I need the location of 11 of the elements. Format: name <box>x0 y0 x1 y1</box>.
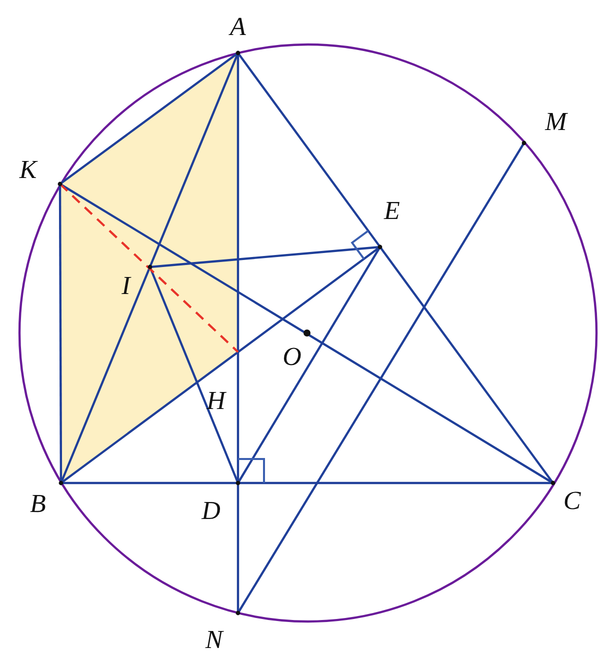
point-label: O <box>282 344 302 370</box>
point-label: E <box>384 198 400 224</box>
point-label: I <box>122 273 130 299</box>
point-label: H <box>206 388 226 414</box>
point-label: N <box>205 627 223 653</box>
point-label: A <box>230 14 246 40</box>
point-label: B <box>30 491 46 517</box>
point-label: D <box>202 498 220 524</box>
point-label: M <box>545 109 567 135</box>
point-label: C <box>563 488 581 514</box>
point-label: K <box>19 157 37 183</box>
